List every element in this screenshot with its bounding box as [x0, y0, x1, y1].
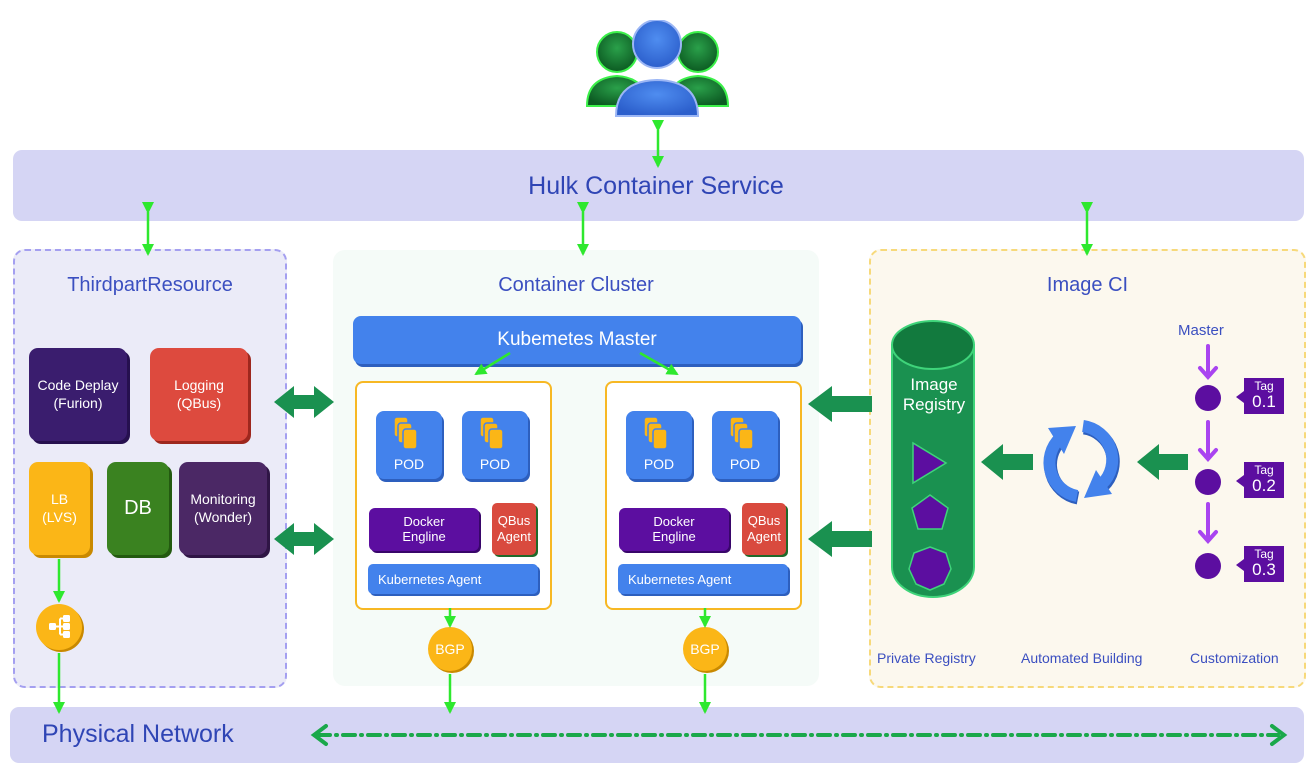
kubernetes-master: Kubemetes Master — [353, 316, 801, 364]
tile-line2: (Furion) — [53, 394, 103, 411]
tile-line1: Logging — [174, 377, 224, 393]
code-deploy-tile: Code Deplay(Furion) — [29, 348, 127, 441]
docker-line1: Docker — [653, 513, 695, 529]
tile-line2: (QBus) — [176, 394, 222, 411]
commit-dot — [1195, 553, 1221, 579]
tile-line2: (LVS) — [42, 508, 77, 525]
commit-dot — [1195, 385, 1221, 411]
docker-line1: Docker — [403, 513, 445, 529]
qbus-line2: Agent — [497, 529, 531, 544]
commit-dot — [1195, 469, 1221, 495]
master-branch-label: Master — [1178, 322, 1224, 339]
bgp-node: BGP — [683, 627, 727, 671]
qbus-line1: QBus — [747, 513, 781, 529]
sitemap-icon — [36, 604, 82, 650]
pod-label: POD — [393, 456, 425, 472]
automated-building-caption: Automated Building — [1021, 650, 1143, 666]
bgp-node: BGP — [428, 627, 472, 671]
tile-line1: DB — [124, 497, 152, 519]
private-registry-caption: Private Registry — [877, 650, 976, 666]
tag-version: 0.2 — [1252, 475, 1276, 495]
thirdpart-resource-title: ThirdpartResource — [67, 274, 233, 296]
pod-label: POD — [479, 456, 511, 472]
load-balancer-tile: LB(LVS) — [29, 462, 90, 555]
kubernetes-agent: Kubernetes Agent — [368, 564, 538, 594]
logging-tile: Logging(QBus) — [150, 348, 248, 441]
customization-caption: Customization — [1190, 650, 1279, 666]
pod-label: POD — [729, 456, 761, 472]
pod: POD — [626, 411, 692, 479]
pod-stack-icon — [394, 417, 418, 450]
kubernetes-agent: Kubernetes Agent — [618, 564, 788, 594]
tag-timeline — [1195, 344, 1284, 582]
docker-line2: Engline — [402, 528, 446, 544]
pod-stack-icon — [730, 417, 754, 450]
tag-version: 0.3 — [1252, 559, 1276, 579]
pod: POD — [462, 411, 528, 479]
tag-word: Tag — [1254, 547, 1274, 561]
docker-line2: Engline — [652, 528, 696, 544]
heptagon-image-icon — [908, 546, 952, 591]
tile-line1: Monitoring — [190, 491, 256, 507]
physical-network-title: Physical Network — [42, 720, 234, 748]
tag-word: Tag — [1254, 379, 1274, 393]
tile-line1: LB — [50, 491, 69, 507]
registry-line1: Image — [910, 375, 958, 394]
image-ci-title: Image CI — [1046, 274, 1129, 296]
pod-stack-icon — [480, 417, 504, 450]
tile-line2: (Wonder) — [193, 508, 253, 525]
database-tile: DB — [107, 462, 169, 555]
users-group-icon — [585, 20, 730, 117]
monitoring-tile: Monitoring(Wonder) — [179, 462, 267, 555]
pod-label: POD — [643, 456, 675, 472]
image-registry-cylinder — [891, 320, 975, 598]
qbus-line1: QBus — [497, 513, 531, 529]
container-cluster-title: Container Cluster — [498, 274, 654, 296]
pod-stack-icon — [644, 417, 668, 450]
refresh-cycle-icon — [1043, 420, 1120, 505]
pod: POD — [376, 411, 442, 479]
pod: POD — [712, 411, 778, 479]
tag-word: Tag — [1254, 463, 1274, 477]
tile-line1: Code Deplay — [37, 377, 119, 393]
pentagon-image-icon — [911, 494, 949, 530]
tag-version: 0.1 — [1252, 391, 1276, 411]
qbus-line2: Agent — [747, 529, 781, 544]
hulk-container-service-title: Hulk Container Service — [528, 172, 784, 200]
registry-line2: Registry — [902, 394, 966, 414]
triangle-image-icon — [912, 441, 948, 485]
